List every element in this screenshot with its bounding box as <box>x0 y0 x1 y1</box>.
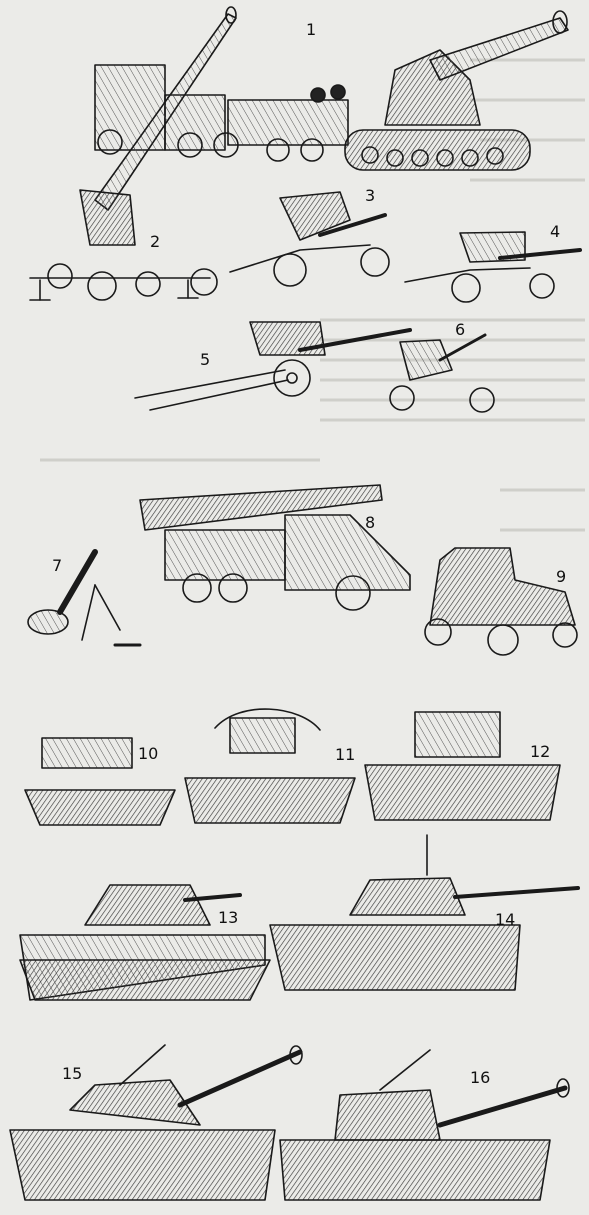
anti-aircraft-gun <box>29 6 237 301</box>
label-11: 11 <box>335 745 356 764</box>
label-8: 8 <box>365 513 376 532</box>
label-10: 10 <box>138 744 159 763</box>
label-6: 6 <box>455 320 466 339</box>
heavy-howitzer-convoy <box>94 10 569 171</box>
heavy-tank-15 <box>9 1044 303 1201</box>
light-anti-tank-gun <box>389 333 495 413</box>
mortar <box>27 549 142 647</box>
anti-tank-gun <box>404 231 582 303</box>
light-tank-12 <box>364 711 561 821</box>
light-tank-10 <box>24 737 176 826</box>
rocket-launcher-truck <box>139 484 411 611</box>
armored-car <box>424 547 578 656</box>
label-1: 1 <box>306 20 317 39</box>
divisional-gun <box>134 321 412 411</box>
self-propelled-gun-16 <box>279 1049 570 1201</box>
label-5: 5 <box>200 350 211 369</box>
medium-tank-14 <box>269 834 580 991</box>
label-2: 2 <box>150 232 161 251</box>
label-9: 9 <box>556 567 567 586</box>
label-16: 16 <box>470 1068 491 1087</box>
label-15: 15 <box>62 1064 83 1083</box>
medium-tank-13 <box>19 884 271 1001</box>
label-14: 14 <box>495 910 516 929</box>
fast-tank-11 <box>184 708 356 824</box>
label-7: 7 <box>52 556 63 575</box>
label-13: 13 <box>218 908 239 927</box>
label-12: 12 <box>530 742 551 761</box>
field-gun <box>229 191 390 287</box>
label-3: 3 <box>365 186 376 205</box>
label-4: 4 <box>550 222 561 241</box>
